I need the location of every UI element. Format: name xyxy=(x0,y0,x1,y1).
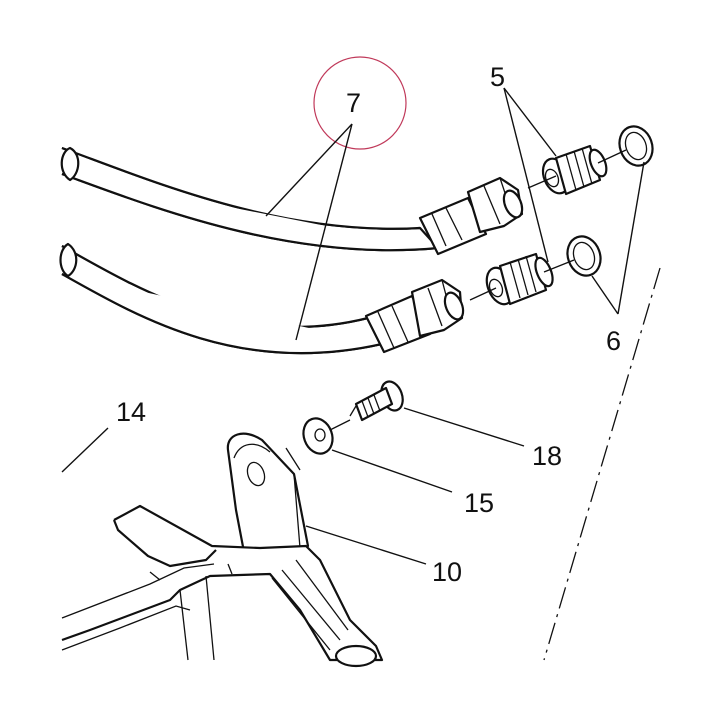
bolt xyxy=(349,380,404,422)
callout-7: 7 xyxy=(346,88,361,118)
flat-washer xyxy=(302,417,351,455)
leader-lines xyxy=(61,87,645,565)
upper-hose-ferrule xyxy=(418,196,488,256)
callout-15: 15 xyxy=(464,488,494,518)
frame xyxy=(61,504,384,668)
lower-hose xyxy=(59,242,465,355)
callout-5: 5 xyxy=(490,62,505,92)
bracket xyxy=(226,432,310,558)
callout-6: 6 xyxy=(606,326,621,356)
callout-highlight-circle xyxy=(313,56,407,150)
callout-10: 10 xyxy=(432,557,462,587)
upper-hose xyxy=(60,146,524,256)
lower-washer xyxy=(566,235,602,277)
lower-hose-end xyxy=(59,242,78,278)
washers xyxy=(566,125,654,277)
upper-hose-end xyxy=(60,146,80,182)
callout-14: 14 xyxy=(116,397,146,427)
callout-18: 18 xyxy=(532,441,562,471)
upper-washer xyxy=(618,125,654,167)
upper-adapter xyxy=(541,144,608,196)
centerline xyxy=(543,267,661,661)
lower-adapter xyxy=(485,252,554,306)
